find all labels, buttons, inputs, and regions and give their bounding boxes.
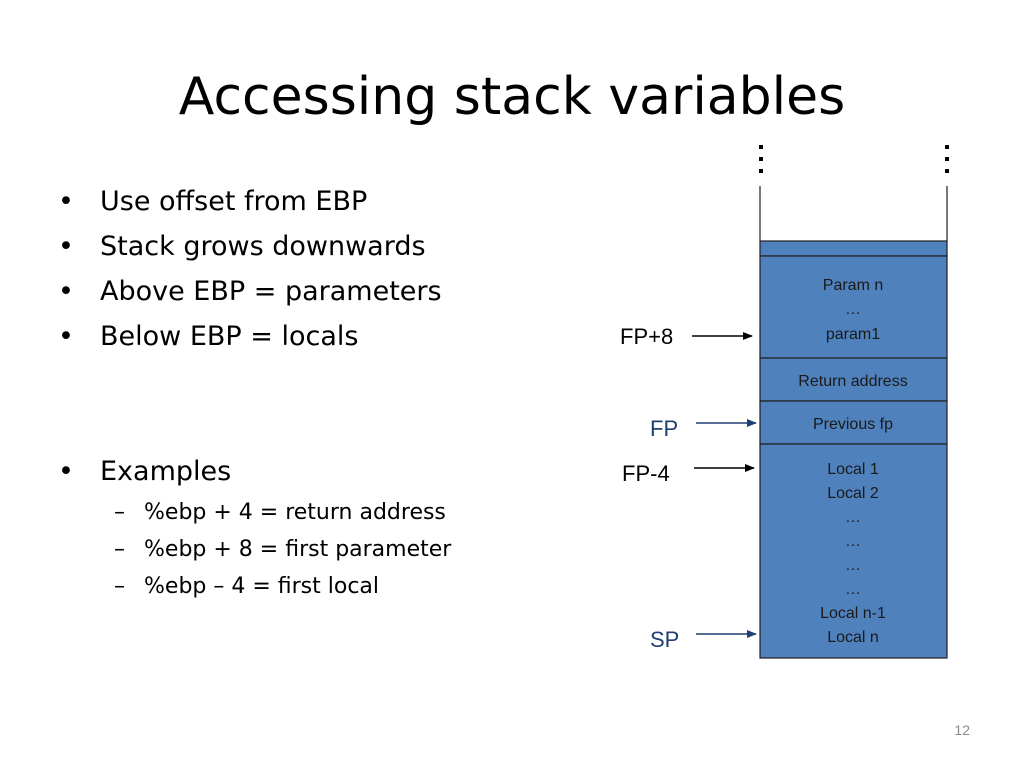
pointer-label-fp: FP [650,416,678,441]
page-number: 12 [954,722,970,738]
stack-cell-text: Local 1 [827,461,879,478]
stack-cell-text: Local 2 [827,485,879,502]
bullet-text: Stack grows downwards [100,231,426,262]
stack-cell-text: param1 [826,326,880,343]
bullet-text: Below EBP = locals [100,321,359,352]
sub-bullet-dash: – [114,537,125,562]
stack-cell-text: … [845,509,861,526]
bullet-dot: • [58,456,74,487]
stack-continuation-right-icon [945,145,949,173]
bullet-dot: • [58,231,74,262]
stack-cell-text: … [845,533,861,550]
bullet-item: • Examples [58,452,231,492]
stack-cell-params [759,255,948,359]
bullet-item: • Use offset from EBP [58,182,367,222]
stack-cell-text: Param n [823,277,883,294]
stack-cell-text: … [845,581,861,598]
stack-cell-top [759,240,948,257]
slide-title: Accessing stack variables [178,67,846,127]
sub-bullet-item: –%ebp + 8 = first parameter [114,534,451,566]
bullet-dot: • [58,186,74,217]
stack-cell-locals [759,443,948,659]
bullet-text: Above EBP = parameters [100,276,442,307]
stack-cell-text: … [845,301,861,318]
stack-cell-text: Return address [798,373,907,390]
sub-bullet-item: –%ebp – 4 = first local [114,571,379,603]
sub-bullet-dash: – [114,500,125,525]
stack-continuation-left-icon [759,145,763,173]
stack-cell-previous-fp [759,400,948,445]
bullet-dot: • [58,321,74,352]
bullet-text: Examples [100,456,232,487]
bullet-text: Use offset from EBP [100,186,368,217]
bullet-item: • Above EBP = parameters [58,272,442,312]
sub-bullet-text: %ebp + 4 = return address [144,500,446,525]
sub-bullet-item: –%ebp + 4 = return address [114,497,446,529]
stack-cell-text: Local n-1 [820,605,886,622]
sub-bullet-text: %ebp – 4 = first local [144,574,380,599]
pointer-label-fp8: FP+8 [620,324,673,349]
bullet-dot: • [58,276,74,307]
stack-cell-text: Previous fp [813,416,893,433]
pointer-label-fp4: FP-4 [622,461,670,486]
sub-bullet-dash: – [114,574,125,599]
pointer-label-sp: SP [650,627,679,652]
bullet-item: • Stack grows downwards [58,227,426,267]
stack-cell-text: Local n [827,629,879,646]
sub-bullet-text: %ebp + 8 = first parameter [144,537,452,562]
stack-cell-text: … [845,557,861,574]
bullet-item: • Below EBP = locals [58,317,358,357]
